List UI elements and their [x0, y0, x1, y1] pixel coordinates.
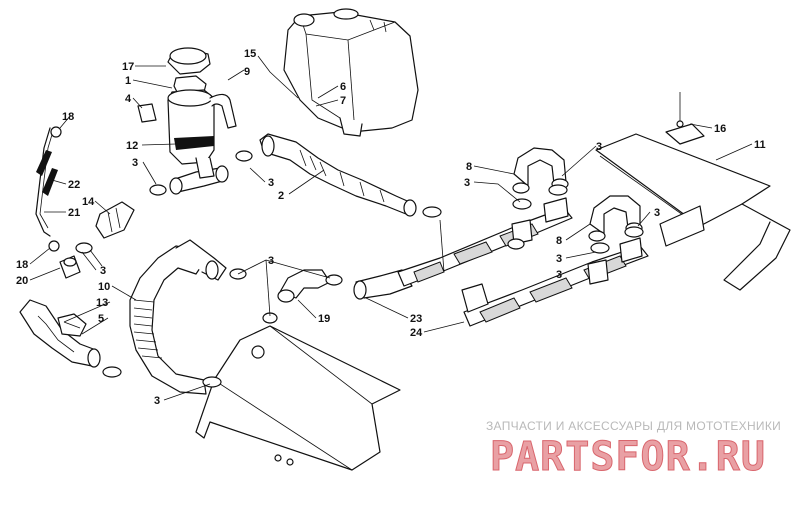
callout-label: 21 — [68, 207, 80, 219]
mounting-plate-11 — [595, 133, 791, 291]
callout-label: 9 — [244, 66, 250, 78]
callout-label: 24 — [410, 327, 423, 339]
leader-lines — [29, 55, 753, 401]
callout-label: 3 — [154, 395, 160, 407]
callout-label: 17 — [122, 61, 134, 73]
callout-label: 3 — [556, 269, 562, 281]
hose-14 — [95, 201, 135, 239]
heat-exchanger-lower — [461, 245, 649, 327]
sensor-16 — [665, 92, 705, 145]
callout-label: 3 — [596, 141, 602, 153]
callout-label: 22 — [68, 179, 80, 191]
hose-13-bracket — [57, 313, 87, 337]
callout-label: 1 — [125, 75, 131, 87]
callout-label: 7 — [340, 95, 346, 107]
callout-label: 3 — [132, 157, 138, 169]
callout-label: 8 — [556, 235, 562, 247]
elbow-hose-8-upper — [512, 147, 569, 194]
callout-label: 3 — [654, 207, 660, 219]
callout-label: 5 — [98, 313, 104, 325]
callout-label: 2 — [278, 190, 284, 202]
callout-label: 3 — [556, 253, 562, 265]
callout-label: 10 — [98, 281, 110, 293]
hose-19 — [277, 269, 331, 303]
callout-label: 6 — [340, 81, 346, 93]
hose-10 — [129, 239, 227, 395]
watermark-logo: PARTSFOR.RU — [490, 434, 766, 480]
pressure-tank-assembly — [137, 47, 237, 195]
callout-label: 19 — [318, 313, 330, 325]
watermark-tagline: ЗАПЧАСТИ И АКСЕССУАРЫ ДЛЯ МОТОТЕХНИКИ — [486, 419, 781, 433]
callout-label: 3 — [268, 177, 274, 189]
callout-label: 18 — [62, 111, 74, 123]
callout-label: 3 — [100, 265, 106, 277]
callout-label: 4 — [125, 93, 132, 105]
hose-5 — [19, 299, 101, 368]
callout-label: 18 — [16, 259, 28, 271]
callout-label: 20 — [16, 275, 28, 287]
tunnel-panel — [195, 325, 401, 471]
coolant-reservoir-tank — [283, 8, 419, 137]
overflow-line — [35, 126, 62, 252]
watermark: ЗАПЧАСТИ И АКСЕССУАРЫ ДЛЯ МОТОТЕХНИКИ PA… — [486, 419, 781, 481]
callout-label: 15 — [244, 48, 256, 60]
callout-label: 14 — [82, 196, 95, 208]
exchanger-fittings — [511, 197, 643, 285]
callout-label: 3 — [268, 255, 274, 267]
connector-20 — [59, 255, 81, 279]
hose-2 — [259, 133, 417, 217]
callout-label: 11 — [754, 139, 766, 151]
callout-label: 13 — [96, 297, 108, 309]
callout-label: 16 — [714, 123, 726, 135]
callout-label: 8 — [466, 161, 472, 173]
callout-label: 23 — [410, 313, 422, 325]
callout-label: 12 — [126, 140, 138, 152]
pipe-23 — [353, 269, 413, 300]
callout-label: 3 — [464, 177, 470, 189]
callout-labels: 17 1 4 12 3 15 9 6 7 18 22 21 14 3 2 8 3… — [16, 48, 766, 407]
